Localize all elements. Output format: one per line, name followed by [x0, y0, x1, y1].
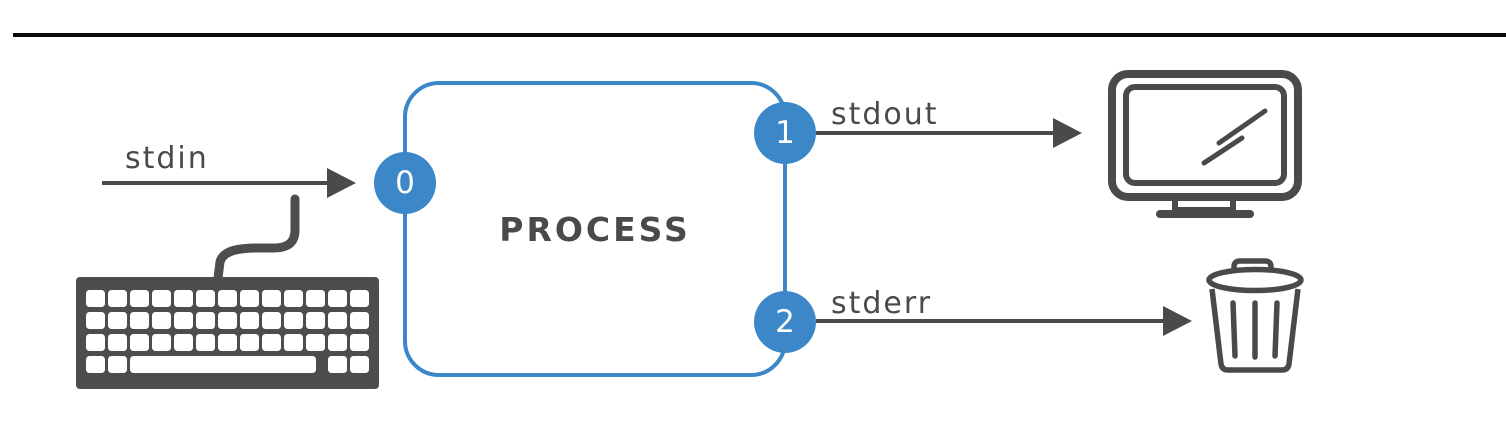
process-box: PROCESS: [403, 81, 787, 377]
trash-body: [1209, 288, 1301, 373]
top-rule: [13, 33, 1506, 37]
stdin-arrow: [102, 168, 356, 198]
trash-lid: [1206, 266, 1304, 294]
monitor-frame: [1108, 70, 1302, 201]
stderr-arrow: [816, 306, 1192, 336]
keyboard-cable: [213, 194, 300, 283]
monitor-icon: [1108, 70, 1302, 218]
fd-badge-stderr: 2: [754, 291, 816, 353]
stdin-label: stdin: [125, 141, 209, 176]
fd-badge-stdin: 0: [374, 152, 436, 214]
keyboard-icon: [76, 277, 379, 389]
fd-badge-stdout: 1: [754, 102, 816, 164]
monitor-screen: [1123, 84, 1287, 186]
stdout-label: stdout: [831, 97, 939, 132]
monitor-glare: [1201, 108, 1268, 166]
process-label: PROCESS: [499, 209, 691, 249]
stdout-arrow: [816, 118, 1082, 148]
keyboard-keys: [86, 290, 369, 373]
trash-ribs: [1230, 300, 1280, 360]
trash-can-icon: [1206, 258, 1304, 373]
stderr-label: stderr: [831, 286, 933, 321]
trash-handle: [1231, 258, 1274, 276]
